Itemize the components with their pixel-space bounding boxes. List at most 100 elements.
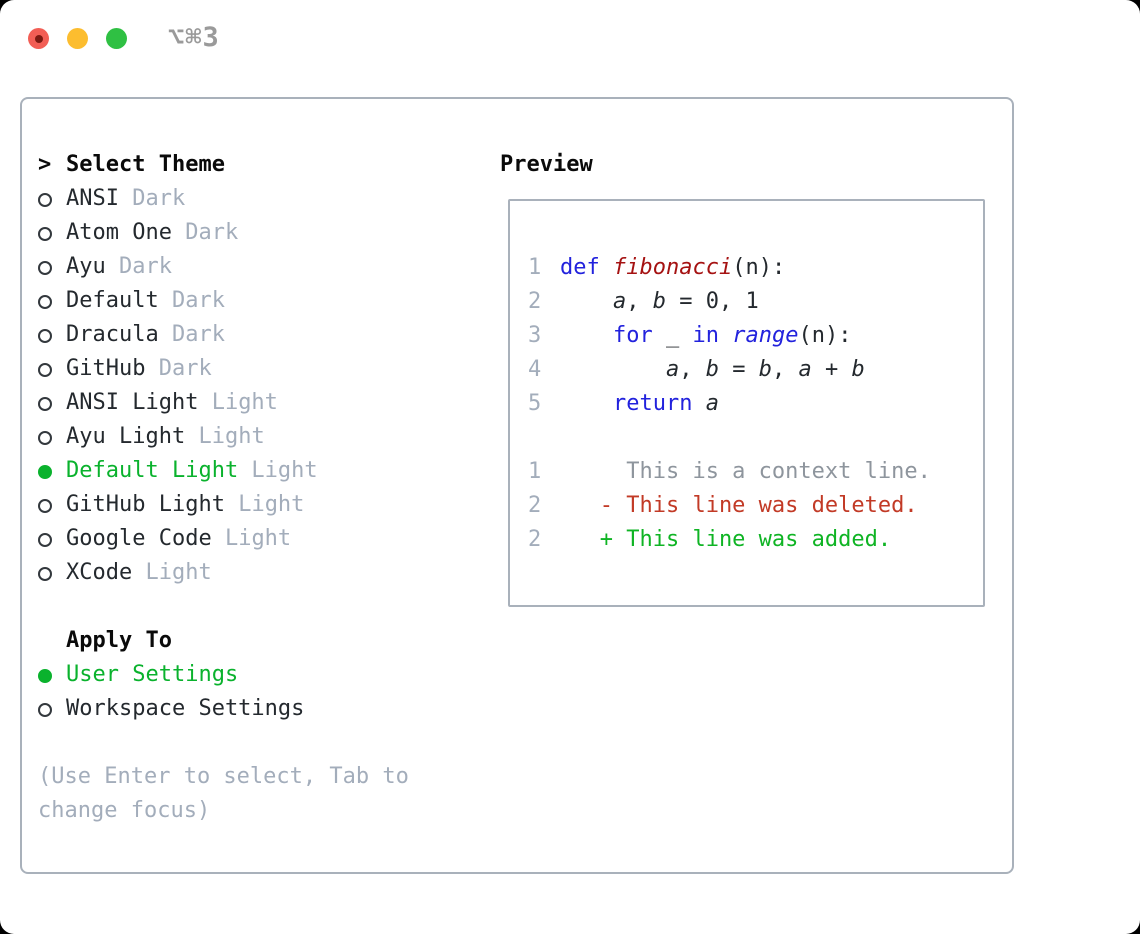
titlebar: ⌥⌘3: [0, 0, 1140, 76]
close-dot-icon: [34, 34, 43, 43]
option-name: GitHub: [66, 356, 146, 381]
radio-icon: [38, 532, 52, 547]
option-name: Atom One: [66, 220, 172, 245]
option-variant: Light: [224, 492, 305, 517]
option-label: Dracula Dark: [66, 318, 225, 352]
code-line: [528, 421, 983, 455]
radio-marker: [38, 318, 66, 352]
option-name: Google Code: [66, 526, 212, 551]
line-number: 5: [528, 391, 542, 416]
radio-icon: [38, 294, 52, 309]
option-label: GitHub Light Light: [66, 488, 304, 522]
radio-icon: [38, 328, 52, 343]
option-label: Default Light Light: [66, 454, 318, 488]
code-content: + This line was added.: [560, 527, 892, 552]
radio-marker: [38, 386, 66, 420]
apply-to-header: Apply To: [38, 624, 458, 658]
theme-option[interactable]: Atom One Dark: [38, 216, 458, 250]
line-number: 2: [528, 493, 542, 518]
preview-box: 1 def fibonacci(n): 2 a, b = 0, 1 3 for _ i…: [508, 199, 985, 607]
code-line: 1 def fibonacci(n):: [528, 251, 983, 285]
option-label: Workspace Settings: [66, 692, 304, 726]
line-number: 2: [528, 289, 542, 314]
radio-marker: [38, 420, 66, 454]
radio-marker: [38, 216, 66, 250]
option-variant: Dark: [118, 186, 186, 211]
select-theme-title: Select Theme: [66, 152, 225, 177]
option-label: Google Code Light: [66, 522, 291, 556]
code-content: This is a context line.: [560, 459, 931, 484]
preview-column: Preview 1 def fibonacci(n): 2 a, b = 0, 1 3…: [500, 148, 1000, 607]
radio-icon: [38, 702, 52, 717]
option-variant: Light: [185, 424, 265, 449]
theme-option[interactable]: XCode Light: [38, 556, 458, 590]
line-number: 2: [528, 527, 542, 552]
option-name: Workspace Settings: [66, 696, 305, 721]
radio-marker: [38, 250, 66, 284]
line-number: 1: [528, 255, 542, 280]
minimize-button[interactable]: [67, 28, 88, 49]
option-variant: Light: [238, 458, 318, 483]
option-variant: Dark: [105, 254, 172, 279]
option-label: ANSI Light Light: [66, 386, 278, 420]
zoom-button[interactable]: [106, 28, 127, 49]
spacer: [38, 590, 458, 624]
code-content: for _ in range(n):: [612, 323, 852, 348]
theme-option[interactable]: Ayu Dark: [38, 250, 458, 284]
option-variant: Dark: [145, 356, 212, 381]
radio-marker: [38, 522, 66, 556]
option-label: Default Dark: [66, 284, 225, 318]
line-number: 3: [528, 323, 542, 348]
prompt-icon: >: [38, 152, 52, 177]
option-name: GitHub Light: [66, 492, 225, 517]
option-label: Ayu Light Light: [66, 420, 265, 454]
theme-option[interactable]: GitHub Dark: [38, 352, 458, 386]
option-name: Ayu: [66, 254, 106, 279]
code-content: def fibonacci(n):: [560, 255, 786, 280]
radio-marker: [38, 454, 66, 488]
option-name: Default: [66, 288, 159, 313]
option-label: User Settings: [66, 658, 238, 692]
radio-icon: [38, 226, 52, 241]
radio-marker: [38, 692, 66, 726]
option-name: XCode: [66, 560, 133, 585]
code-line: 3 for _ in range(n):: [528, 319, 983, 353]
code-content: - This line was deleted.: [560, 493, 918, 518]
code-content: return a: [612, 391, 719, 416]
code-content: a, b = 0, 1: [612, 289, 759, 314]
radio-marker: [38, 182, 66, 216]
theme-option[interactable]: Google Code Light: [38, 522, 458, 556]
option-variant: Dark: [158, 322, 225, 347]
window-shortcut-label: ⌥⌘3: [168, 22, 220, 53]
spacer: [38, 726, 458, 760]
theme-option[interactable]: ANSI Dark: [38, 182, 458, 216]
theme-option[interactable]: Ayu Light Light: [38, 420, 458, 454]
radio-selected-icon: [38, 464, 52, 479]
option-variant: Light: [211, 526, 292, 551]
theme-option[interactable]: Dracula Dark: [38, 318, 458, 352]
option-name: Default Light: [66, 458, 239, 483]
option-name: Dracula: [66, 322, 159, 347]
option-variant: Dark: [158, 288, 225, 313]
close-button[interactable]: [28, 28, 49, 49]
option-label: XCode Light: [66, 556, 212, 590]
preview-title: Preview: [500, 152, 593, 177]
radio-marker: [38, 352, 66, 386]
apply-to-option[interactable]: User Settings: [38, 658, 458, 692]
apply-to-option[interactable]: Workspace Settings: [38, 692, 458, 726]
code-line: 2 - This line was deleted.: [528, 489, 983, 523]
radio-marker: [38, 556, 66, 590]
theme-option[interactable]: ANSI Light Light: [38, 386, 458, 420]
theme-option[interactable]: Default Dark: [38, 284, 458, 318]
line-number: 4: [528, 357, 542, 382]
radio-icon: [38, 430, 52, 445]
option-label: Ayu Dark: [66, 250, 172, 284]
line-number: [528, 421, 560, 455]
theme-option[interactable]: Default Light Light: [38, 454, 458, 488]
radio-icon: [38, 260, 52, 275]
theme-option[interactable]: GitHub Light Light: [38, 488, 458, 522]
